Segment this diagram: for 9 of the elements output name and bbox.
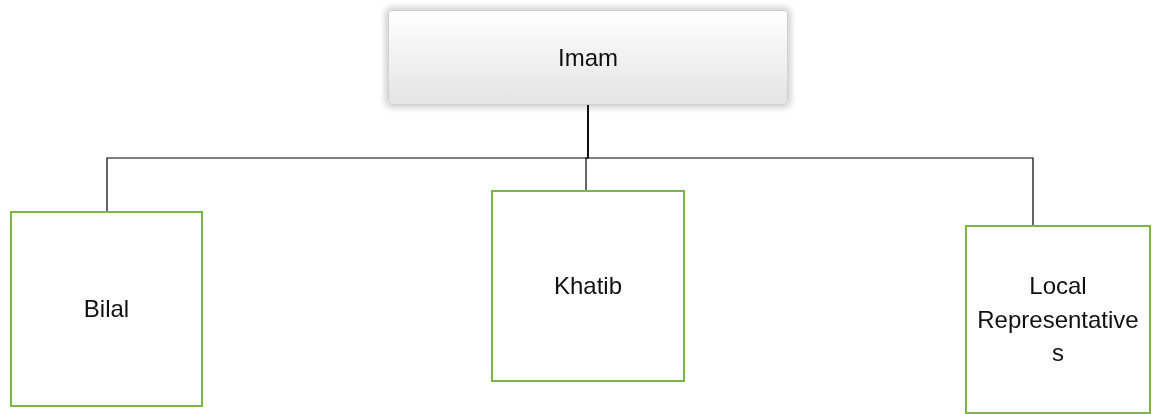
role-box xyxy=(965,225,1151,414)
role-box xyxy=(491,190,685,382)
title-box xyxy=(388,10,788,105)
node-label: Local Representatives xyxy=(976,271,1140,369)
node-label: Bilal xyxy=(82,294,131,325)
node-label: Imam xyxy=(557,42,619,73)
connector-line xyxy=(587,104,1034,226)
role-box xyxy=(10,211,203,407)
node-label: Khatib xyxy=(552,271,624,302)
